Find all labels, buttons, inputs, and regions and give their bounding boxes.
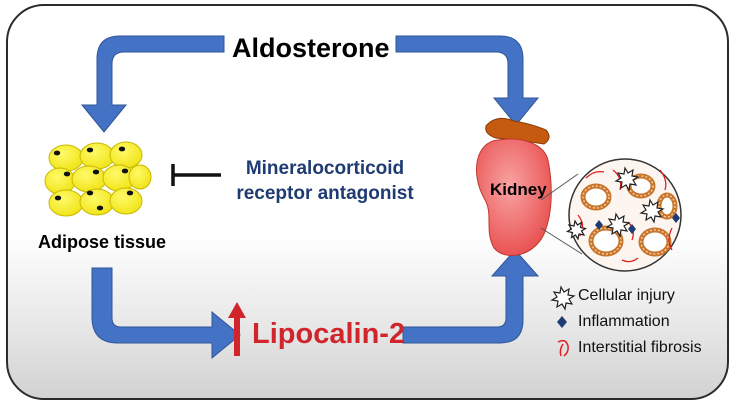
legend-inflammation-icon (557, 316, 567, 328)
aldosterone-to-kidney-arrow (395, 35, 540, 126)
legend-fibrosis-icon (557, 339, 569, 357)
kidney-label: Kidney (490, 180, 547, 199)
lipocalin-to-kidney-arrow (402, 249, 540, 344)
legend-inflammation-label: Inflammation (578, 313, 670, 330)
zoom-connector-lines (540, 173, 583, 255)
legend-cellular-injury-icon (550, 285, 576, 311)
adipose-to-lipocalin-arrow (91, 267, 241, 360)
antagonist-line2: receptor antagonist (236, 183, 414, 204)
aldosterone-title: Aldosterone (232, 33, 390, 63)
kidney-icon (476, 117, 552, 256)
legend-cellular-injury-label: Cellular injury (578, 287, 675, 304)
inhibition-symbol (171, 164, 221, 186)
lipocalin-label: Lipocalin-2 (252, 318, 406, 350)
magnified-tissue-icon (565, 158, 682, 272)
legend-fibrosis-label: Interstitial fibrosis (578, 339, 702, 356)
increase-up-arrow-icon (228, 302, 246, 356)
antagonist-label: Mineralocorticoid receptor antagonist (205, 156, 445, 206)
aldosterone-to-adipose-arrow (80, 35, 225, 133)
antagonist-line1: Mineralocorticoid (245, 158, 405, 179)
adipose-tissue-icon (44, 141, 152, 217)
adipose-tissue-label: Adipose tissue (38, 232, 167, 252)
